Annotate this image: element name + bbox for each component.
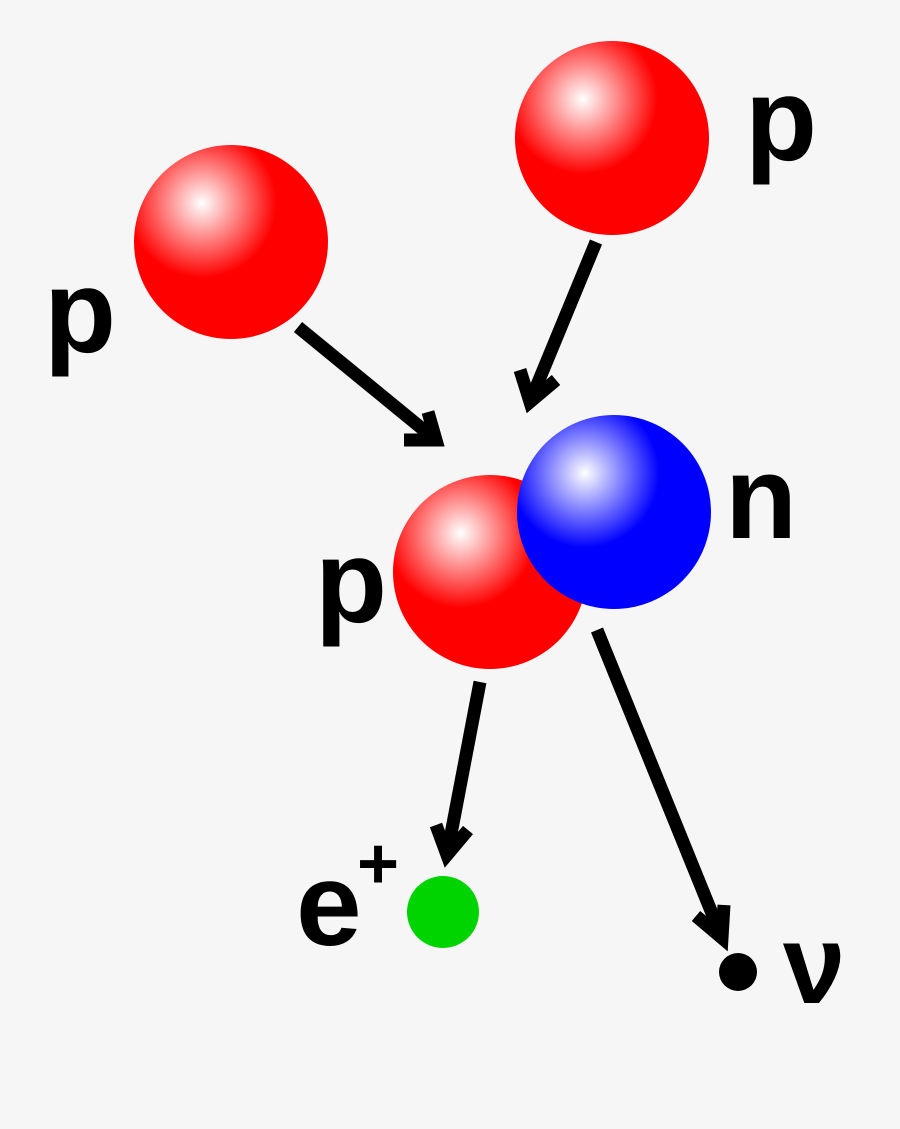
neutrino-label: ν [783,902,845,1027]
positron-label: e [296,839,362,971]
arrow-to-neutrino [590,627,731,952]
deuteron-neutron [517,415,711,609]
arrow-to-positron [429,680,487,868]
proton-left [134,145,328,339]
positron [407,876,479,948]
positron-charge-label: + [357,824,399,904]
deuteron-proton-label: p [315,516,387,648]
proton-top-label: p [745,54,817,186]
arrow-top-to-nucleus [513,239,603,414]
neutron-label: n [725,432,797,564]
neutrino [719,953,757,991]
proton-top [515,41,709,235]
arrow-left-to-nucleus [293,321,445,447]
proton-left-label: p [44,246,116,378]
